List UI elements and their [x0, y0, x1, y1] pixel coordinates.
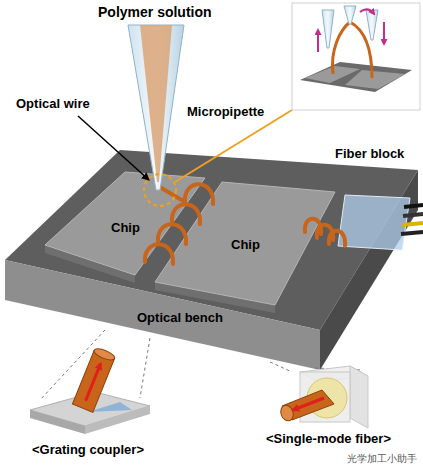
fiber-box: [350, 366, 368, 428]
coupler-slab-edge: [30, 410, 85, 434]
inset-bench: [300, 62, 412, 92]
inset-wire: [350, 22, 372, 78]
bench-label: Optical bench: [137, 310, 223, 326]
part-label: Micropipette: [187, 104, 264, 120]
fiber: [402, 223, 423, 225]
coupler-wire: [72, 347, 116, 413]
inset-caption: <Single-mode fiber>: [266, 431, 391, 447]
chip-label: Chip: [231, 237, 260, 253]
zoom-circle: [144, 174, 176, 206]
inset-pipette: [366, 10, 378, 40]
leader-line: [78, 116, 149, 180]
zoom-link: [175, 110, 292, 182]
inset-pipette: [344, 6, 356, 24]
watermark: 光学加工小助手: [347, 451, 417, 467]
fiber: [401, 232, 423, 234]
chip-region: Chip: [215, 234, 275, 256]
polymer-solution: [140, 25, 172, 182]
chip-surface: [155, 182, 335, 305]
micropipette: [128, 25, 184, 190]
chip-region: Chip: [95, 217, 155, 239]
inset-caption: <Grating coupler>: [32, 442, 144, 458]
chip-label: Chip: [111, 220, 140, 236]
fiber: [404, 205, 423, 207]
bench-label-region: Optical benchChipChip: [5, 150, 418, 380]
inset-chip: [345, 70, 405, 89]
motion-arrow: [360, 9, 374, 14]
light-arrow: [293, 398, 324, 410]
part-label: Fiber block: [335, 146, 404, 162]
inset-pipette: [322, 10, 334, 48]
part-label: Polymer solution: [98, 4, 212, 20]
motion-arrow: [383, 22, 385, 44]
bench-side: [320, 170, 418, 370]
motion-arrow: [317, 30, 319, 52]
part-label: Optical wire: [16, 96, 90, 112]
fiber-wire-end: [279, 403, 296, 422]
inset-wire: [332, 22, 350, 74]
fiber: [403, 214, 423, 216]
inset-frame: [292, 3, 420, 110]
fiber-block: [338, 195, 410, 250]
optical-wire: [145, 184, 345, 264]
